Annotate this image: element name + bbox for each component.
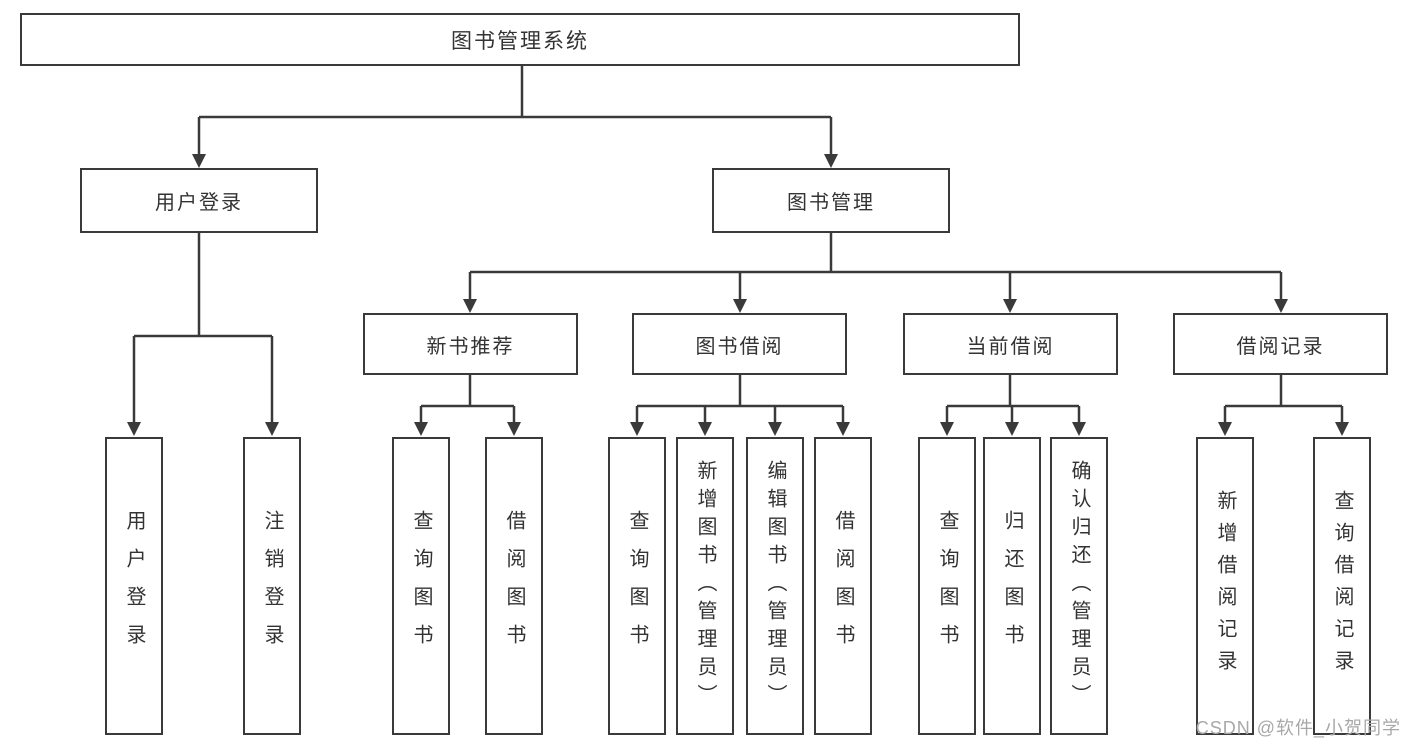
node-book-mgmt: 图书管理 bbox=[712, 168, 950, 233]
node-borrow-records-label: 借阅记录 bbox=[1236, 335, 1325, 358]
leaf-borrow-book-label: 借阅图书 bbox=[832, 510, 854, 662]
leaf-confirm-return-admin-label: 确认归还（管理员） bbox=[1068, 460, 1090, 712]
leaf-user-login: 用户登录 bbox=[105, 437, 163, 735]
leaf-query-books-current-label: 查询图书 bbox=[936, 510, 958, 662]
connector-book-borrow-trunk bbox=[637, 375, 843, 408]
node-new-books-label: 新书推荐 bbox=[426, 335, 515, 358]
leaf-add-book-admin: 新增图书（管理员） bbox=[676, 437, 734, 735]
leaf-query-books-current: 查询图书 bbox=[918, 437, 976, 735]
leaf-edit-book-admin: 编辑图书（管理员） bbox=[746, 437, 804, 735]
connector-root-trunk bbox=[199, 66, 831, 119]
node-borrow-records: 借阅记录 bbox=[1173, 313, 1388, 375]
leaf-query-books-new: 查询图书 bbox=[392, 437, 450, 735]
node-user-login-label: 用户登录 bbox=[155, 192, 243, 214]
leaf-confirm-return-admin: 确认归还（管理员） bbox=[1050, 437, 1108, 735]
root-node-label: 图书管理系统 bbox=[451, 29, 589, 53]
leaf-logout-label: 注销登录 bbox=[261, 510, 283, 662]
connector-user-login-trunk bbox=[134, 233, 272, 338]
leaf-add-borrow-record-label: 新增借阅记录 bbox=[1214, 490, 1236, 682]
node-user-login: 用户登录 bbox=[80, 168, 318, 233]
node-current-borrow: 当前借阅 bbox=[903, 313, 1118, 375]
leaf-user-login-label: 用户登录 bbox=[123, 510, 145, 662]
leaf-logout: 注销登录 bbox=[243, 437, 301, 735]
leaf-borrow-book: 借阅图书 bbox=[814, 437, 872, 735]
leaf-borrow-books-new: 借阅图书 bbox=[485, 437, 543, 735]
leaf-return-book-label: 归还图书 bbox=[1001, 510, 1023, 662]
leaf-query-books-borrow-label: 查询图书 bbox=[626, 510, 648, 662]
node-book-borrow-label: 图书借阅 bbox=[695, 335, 784, 358]
connector-current-borrow-trunk bbox=[947, 375, 1079, 408]
node-book-borrow: 图书借阅 bbox=[632, 313, 847, 375]
leaf-query-books-borrow: 查询图书 bbox=[608, 437, 666, 735]
csdn-watermark: CSDN @软件_小贺同学 bbox=[1195, 718, 1401, 738]
node-current-borrow-label: 当前借阅 bbox=[966, 335, 1055, 358]
leaf-query-borrow-record: 查询借阅记录 bbox=[1313, 437, 1371, 735]
leaf-add-borrow-record: 新增借阅记录 bbox=[1196, 437, 1254, 735]
connector-book-mgmt-trunk bbox=[470, 233, 1281, 274]
connector-new-books-trunk bbox=[421, 375, 514, 408]
connector-borrow-records-trunk bbox=[1225, 375, 1342, 408]
leaf-query-books-new-label: 查询图书 bbox=[410, 510, 432, 662]
node-new-books: 新书推荐 bbox=[363, 313, 578, 375]
node-book-mgmt-label: 图书管理 bbox=[787, 192, 875, 214]
root-node: 图书管理系统 bbox=[20, 13, 1020, 66]
leaf-return-book: 归还图书 bbox=[983, 437, 1041, 735]
leaf-edit-book-admin-label: 编辑图书（管理员） bbox=[764, 460, 786, 712]
leaf-add-book-admin-label: 新增图书（管理员） bbox=[694, 460, 716, 712]
leaf-query-borrow-record-label: 查询借阅记录 bbox=[1331, 490, 1353, 682]
leaf-borrow-books-new-label: 借阅图书 bbox=[503, 510, 525, 662]
